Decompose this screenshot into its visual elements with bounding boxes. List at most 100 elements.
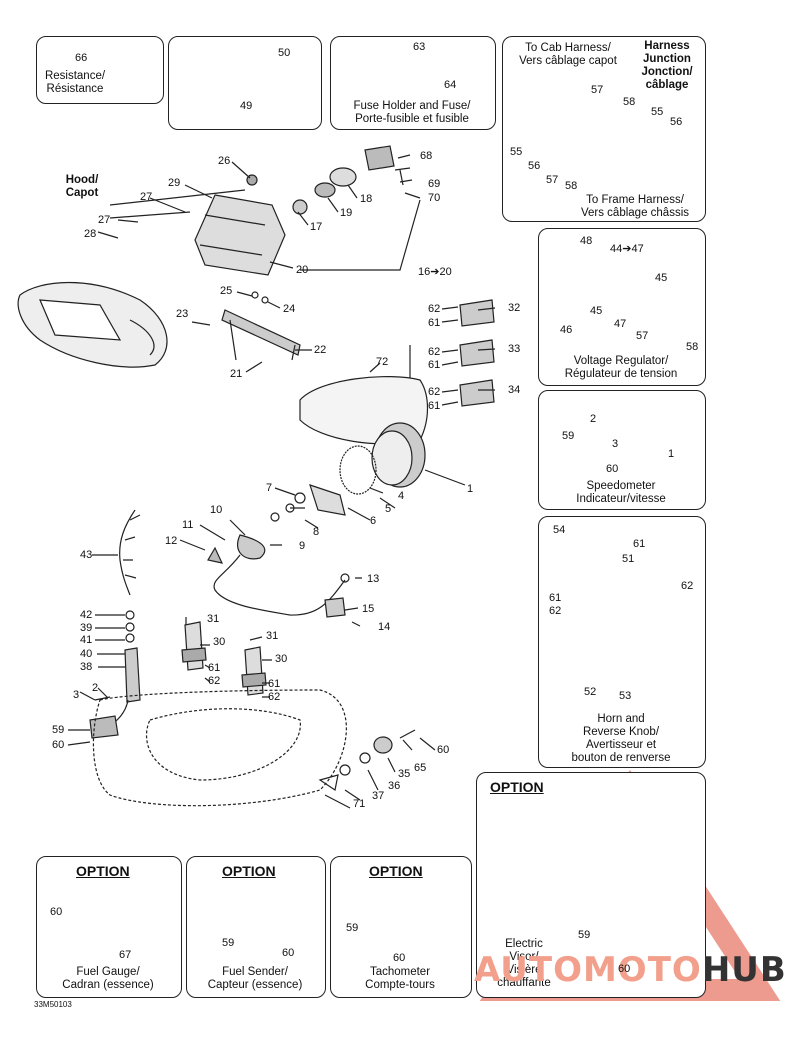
callout-3b: 3	[73, 689, 80, 701]
fuel-sender-box	[186, 856, 326, 998]
callout-65: 65	[414, 762, 427, 774]
harness-junction-title: Harness Junction Jonction/ câblage	[641, 40, 693, 91]
callout-61a: 61	[428, 317, 441, 329]
callout-20: 20	[296, 264, 309, 276]
callout-38: 38	[80, 661, 93, 673]
callout-4: 4	[398, 490, 405, 502]
callout-14: 14	[378, 621, 391, 633]
callout-62d: 62	[681, 580, 694, 592]
callout-37: 37	[372, 790, 385, 802]
speedometer-label: Speedometer Indicateur/vitesse	[576, 480, 666, 505]
fuel-gauge-box	[36, 856, 182, 998]
callout-61c: 61	[428, 400, 441, 412]
callout-24: 24	[283, 303, 296, 315]
callout-21: 21	[230, 368, 243, 380]
callout-60c: 60	[437, 744, 450, 756]
callout-17: 17	[310, 221, 323, 233]
option-header-visor: OPTION	[490, 779, 544, 795]
callout-45a: 45	[655, 272, 668, 284]
callout-63: 63	[413, 41, 426, 53]
callout-59d: 59	[346, 922, 359, 934]
callout-30b: 30	[275, 653, 288, 665]
callout-71: 71	[353, 798, 366, 810]
voltage-regulator-box	[538, 228, 706, 386]
callout-46: 46	[560, 324, 573, 336]
callout-32: 32	[508, 302, 521, 314]
callout-11: 11	[182, 519, 194, 531]
electric-visor-box	[476, 772, 706, 998]
fuse-holder-box	[330, 36, 496, 130]
callout-40: 40	[80, 648, 93, 660]
fuse-holder-label: Fuse Holder and Fuse/ Porte-fusible et f…	[353, 100, 471, 125]
callout-54: 54	[553, 524, 566, 536]
resistance-label: Resistance/ Résistance	[44, 70, 106, 95]
callout-51: 51	[622, 553, 635, 565]
callout-50: 50	[278, 47, 291, 59]
callout-61b: 61	[428, 359, 441, 371]
callout-47: 47	[614, 318, 627, 330]
callout-60d: 60	[50, 906, 63, 918]
callout-48: 48	[580, 235, 593, 247]
callout-62e: 62	[549, 605, 562, 617]
callout-31a: 31	[207, 613, 220, 625]
callout-72: 72	[376, 356, 389, 368]
callout-58b: 58	[565, 180, 578, 192]
callout-61g: 61	[268, 678, 281, 690]
callout-29: 29	[168, 177, 181, 189]
callout-1b: 1	[467, 483, 474, 495]
callout-64: 64	[444, 79, 457, 91]
callout-53: 53	[619, 690, 632, 702]
callout-62c: 62	[428, 386, 441, 398]
horn-box	[538, 516, 706, 768]
speedometer-box	[538, 390, 706, 510]
callout-52: 52	[584, 686, 597, 698]
to-frame-harness-label: To Frame Harness/ Vers câblage châssis	[580, 194, 690, 219]
callout-59b: 59	[52, 724, 65, 736]
callout-59e: 59	[578, 929, 591, 941]
callout-3a: 3	[612, 438, 619, 450]
callout-5: 5	[385, 503, 392, 515]
callout-62a: 62	[428, 303, 441, 315]
callout-62g: 62	[268, 691, 281, 703]
callout-62f: 62	[208, 675, 221, 687]
option-header-fuel-sender: OPTION	[222, 863, 276, 879]
callout-70: 70	[428, 192, 441, 204]
callout-10: 10	[210, 504, 223, 516]
callout-36: 36	[388, 780, 401, 792]
callout-42: 42	[80, 609, 93, 621]
fuel-sender-label: Fuel Sender/ Capteur (essence)	[207, 966, 303, 991]
callout-67: 67	[119, 949, 132, 961]
callout-69: 69	[428, 178, 441, 190]
electric-visor-label: Electric Visor/ Visière chauffante	[497, 938, 551, 989]
option-header-tachometer: OPTION	[369, 863, 423, 879]
callout-2a: 2	[590, 413, 597, 425]
callout-9: 9	[299, 540, 306, 552]
callout-56a: 56	[670, 116, 683, 128]
callout-60f: 60	[393, 952, 406, 964]
callout-45b: 45	[590, 305, 603, 317]
callout-43: 43	[80, 549, 93, 561]
callout-27a: 27	[140, 191, 153, 203]
option-header-fuel-gauge: OPTION	[76, 863, 130, 879]
callout-58c: 58	[686, 341, 699, 353]
hood-label: Hood/ Capot	[65, 174, 99, 199]
callout-68: 68	[420, 150, 433, 162]
tachometer-box	[330, 856, 472, 998]
callout-56b: 56	[528, 160, 541, 172]
callout-33: 33	[508, 343, 521, 355]
callout-30a: 30	[213, 636, 226, 648]
callout-55a: 55	[651, 106, 664, 118]
callout-60e: 60	[282, 947, 295, 959]
callout-66: 66	[75, 52, 88, 64]
watermark-part1: AUTOMOTO	[474, 950, 702, 990]
callout-60g: 60	[618, 963, 631, 975]
callout-61e: 61	[549, 592, 562, 604]
figure-code: 33M50103	[34, 1000, 72, 1009]
callout-7: 7	[266, 482, 273, 494]
callout-35: 35	[398, 768, 411, 780]
callout-55b: 55	[510, 146, 523, 158]
voltage-regulator-label: Voltage Regulator/ Régulateur de tension	[564, 355, 678, 380]
callout-39: 39	[80, 622, 93, 634]
callout-44-47: 44➔47	[610, 243, 644, 255]
to-cab-harness-label: To Cab Harness/ Vers câblage capot	[519, 42, 617, 67]
